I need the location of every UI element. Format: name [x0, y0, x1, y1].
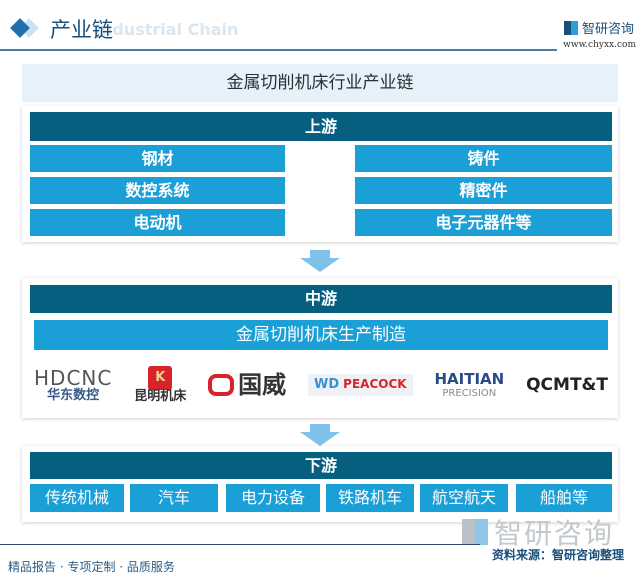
company-logo-qcmt: QCMT&T	[526, 374, 608, 395]
brand-name: 智研咨询	[581, 22, 634, 37]
upstream-item: 电动机	[30, 209, 285, 236]
downstream-item: 航空航天	[420, 484, 508, 512]
downstream-item: 传统机械	[30, 484, 124, 512]
down-arrow-icon	[300, 424, 340, 446]
upstream-item: 铸件	[355, 145, 612, 172]
footer-slogan: 精品报告 · 专项定制 · 品质服务	[8, 560, 175, 574]
source-note: 资料来源：智研咨询整理	[492, 548, 625, 562]
upstream-item: 数控系统	[30, 177, 285, 204]
header-divider	[0, 49, 557, 51]
down-arrow-icon	[300, 250, 340, 272]
downstream-item: 汽车	[130, 484, 218, 512]
chain-title: 金属切削机床行业产业链	[22, 64, 618, 102]
watermark-logo: 智研咨询	[462, 512, 614, 552]
midstream-header: 中游	[30, 285, 612, 313]
downstream-item: 铁路机车	[326, 484, 414, 512]
page-title: 产业链	[50, 18, 113, 42]
header-subtitle: Industrial Chain	[95, 20, 239, 39]
upstream-item: 钢材	[30, 145, 285, 172]
upstream-item: 电子元器件等	[355, 209, 612, 236]
brand-logo-icon	[563, 20, 578, 35]
footer-divider	[0, 544, 480, 545]
brand-url: www.chyxx.com	[563, 40, 636, 50]
downstream-item: 电力设备	[226, 484, 320, 512]
midstream-process: 金属切削机床生产制造	[34, 320, 608, 350]
watermark-logo-icon	[462, 519, 488, 545]
brand-logo: 智研咨询	[563, 18, 634, 37]
upstream-header: 上游	[30, 112, 612, 141]
watermark-text: 智研咨询	[494, 517, 615, 550]
guowei-icon	[208, 373, 235, 396]
downstream-header: 下游	[30, 452, 612, 479]
downstream-item: 船舶等	[516, 484, 612, 512]
company-logo-guowei: 国威	[208, 371, 286, 398]
upstream-item: 精密件	[355, 177, 612, 204]
